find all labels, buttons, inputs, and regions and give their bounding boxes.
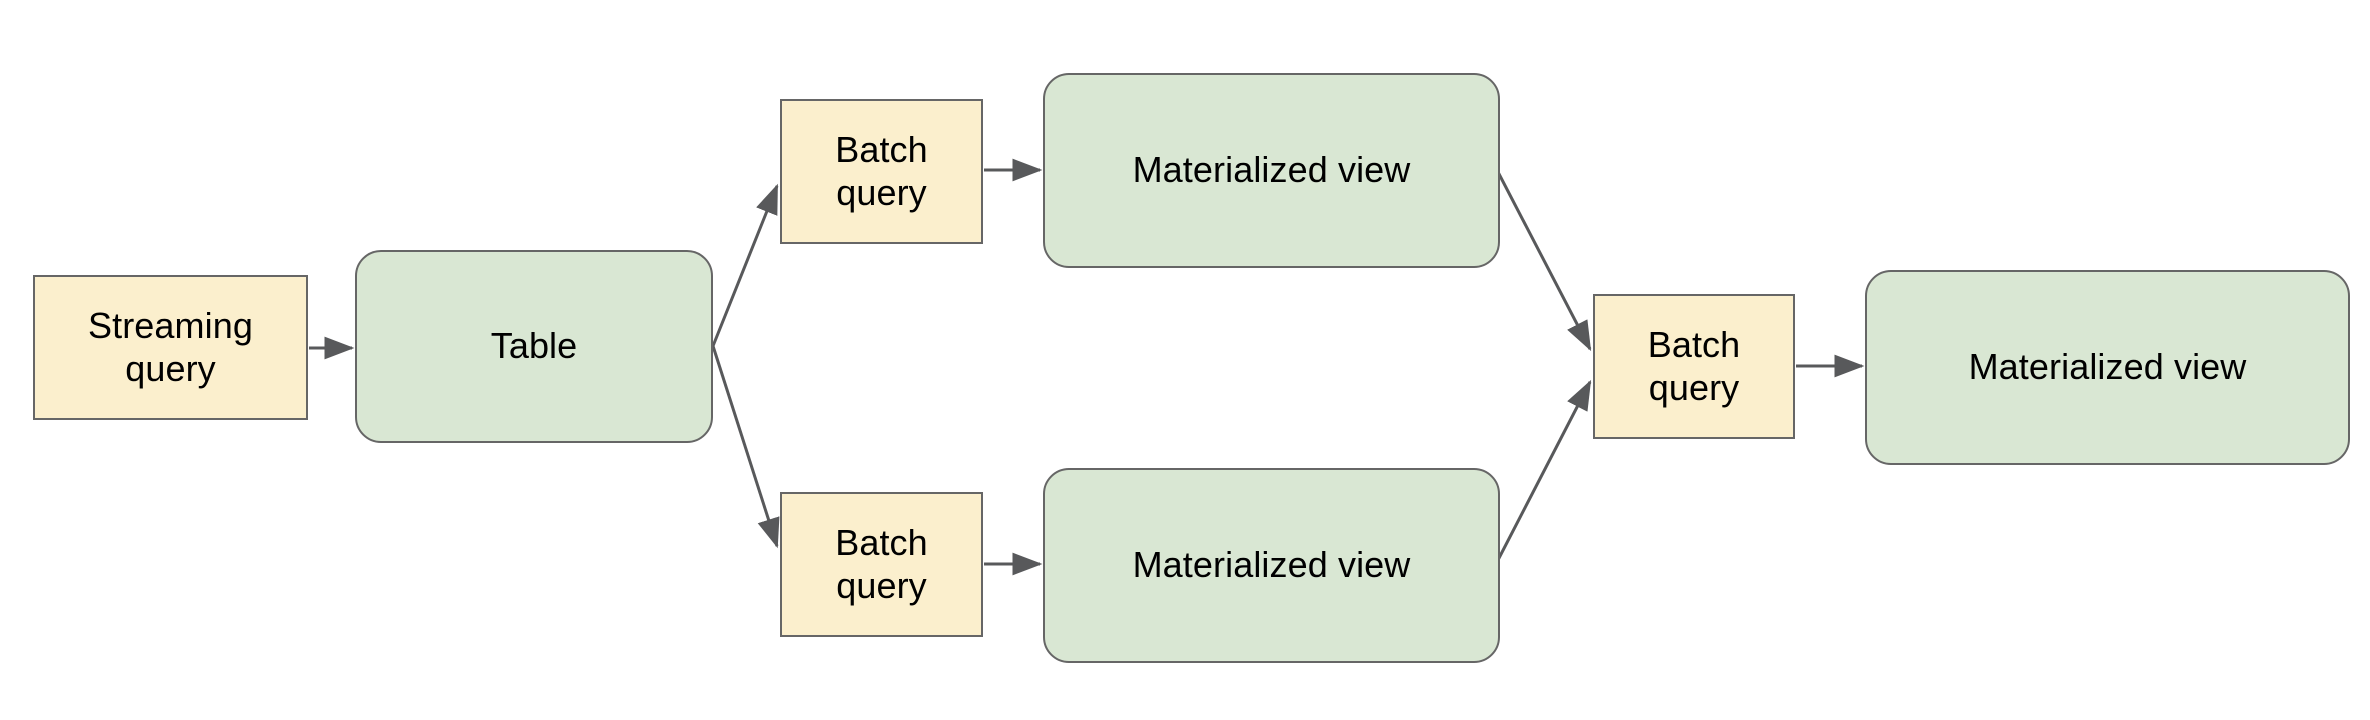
node-table[interactable]: Table	[355, 250, 713, 443]
edge-materialized-view-bottom-to-batch-query-center	[1496, 379, 1592, 561]
node-materialized-view-top-label: Materialized view	[1132, 149, 1411, 191]
node-batch-query-bottom-label: Batch query	[835, 522, 928, 606]
edge-table-to-batch-query-bottom	[711, 345, 780, 549]
edge-table-to-batch-query-top	[711, 183, 779, 347]
node-batch-query-top[interactable]: Batch query	[780, 99, 983, 244]
node-materialized-view-bottom-label: Materialized view	[1132, 544, 1411, 586]
node-table-label: Table	[490, 325, 578, 367]
node-batch-query-bottom[interactable]: Batch query	[780, 492, 983, 637]
node-batch-query-top-label: Batch query	[835, 129, 928, 213]
node-materialized-view-right-label: Materialized view	[1968, 346, 2247, 388]
node-batch-query-center[interactable]: Batch query	[1593, 294, 1795, 439]
node-streaming-query-label: Streaming query	[88, 305, 253, 389]
node-materialized-view-bottom[interactable]: Materialized view	[1043, 468, 1500, 663]
node-materialized-view-right[interactable]: Materialized view	[1865, 270, 2350, 465]
node-streaming-query[interactable]: Streaming query	[33, 275, 308, 420]
node-materialized-view-top[interactable]: Materialized view	[1043, 73, 1500, 268]
node-batch-query-center-label: Batch query	[1647, 324, 1741, 408]
edge-materialized-view-top-to-batch-query-center	[1496, 171, 1592, 352]
